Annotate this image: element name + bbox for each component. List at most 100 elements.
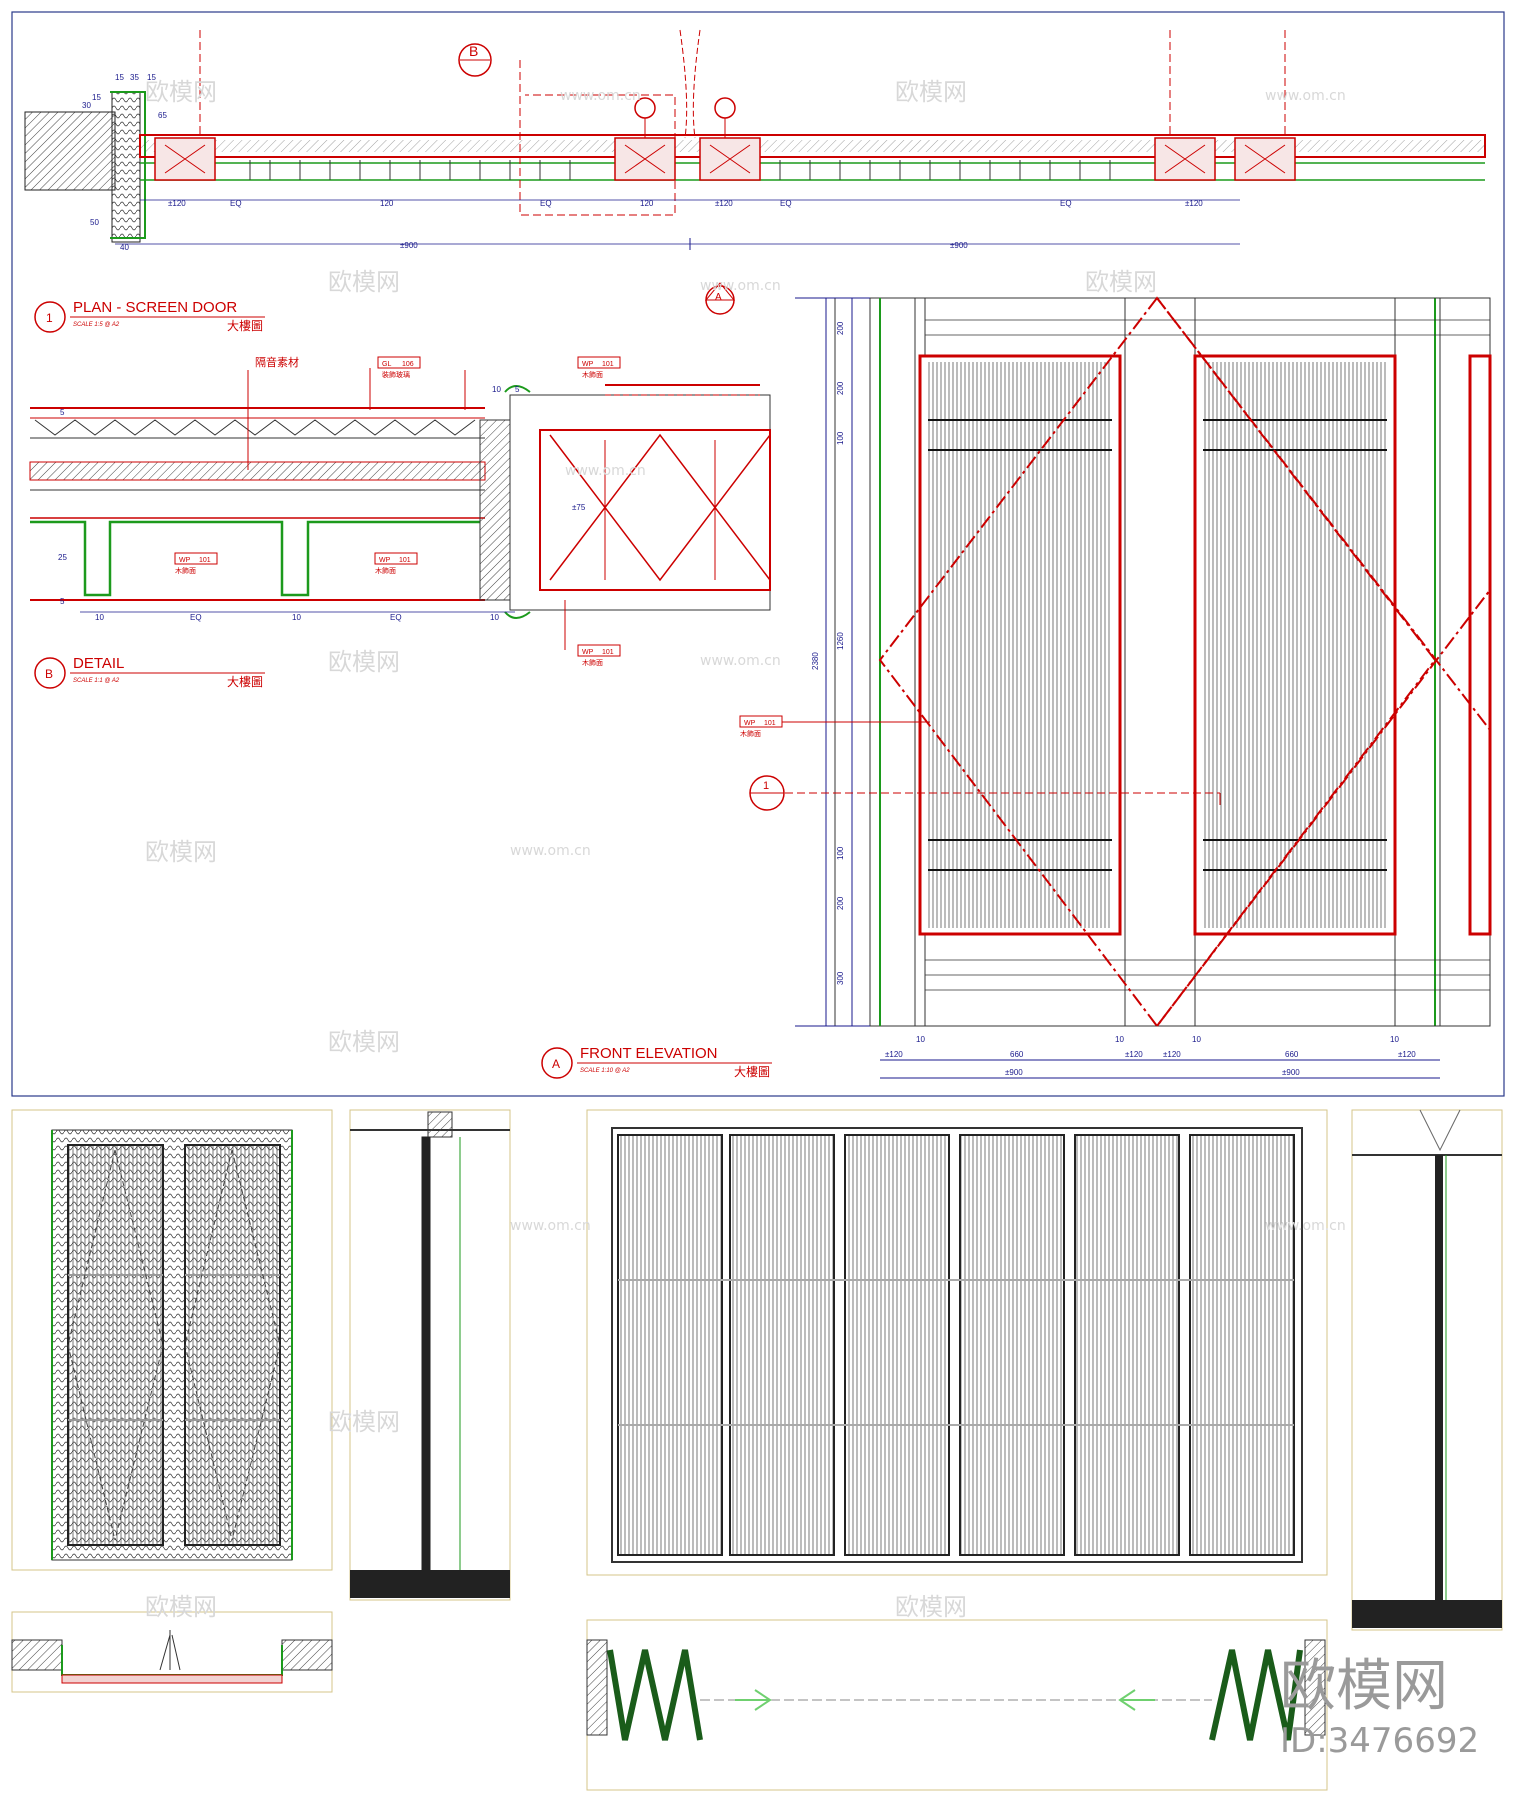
sheet-border — [11, 11, 1505, 1097]
elev-dim-b1: ±120 — [885, 1050, 903, 1059]
watermark-brand-8: 欧模网 — [328, 1408, 400, 1436]
elev-dim-b4: 10 — [1115, 1035, 1124, 1044]
elevation-scale: SCALE 1:10 @ A2 — [580, 1068, 630, 1074]
elevation-title-block: A FRONT ELEVATION SCALE 1:10 @ A2 大樓圖 — [541, 1045, 772, 1079]
plan-dim-top-2: 35 — [130, 73, 139, 82]
watermark-site-3: www.om.cn — [700, 278, 781, 294]
detail-dim-bottom-2: EQ — [190, 613, 202, 622]
elevation-sheet: 大樓圖 — [734, 1064, 770, 1079]
detail-wp-desc-right: 木飾面 — [375, 566, 396, 575]
plan-scale: SCALE 1:5 @ A2 — [73, 322, 120, 328]
detail-dim-top-1: 10 — [492, 385, 501, 394]
watermark-site-8: www.om.cn — [1265, 1218, 1346, 1234]
elev-wp-num: 101 — [764, 720, 776, 727]
watermark-brand-7: 欧模网 — [328, 1028, 400, 1056]
plan-title: PLAN - SCREEN DOOR — [73, 299, 237, 316]
detail-dim-left-1: 5 — [60, 408, 65, 417]
detail-number: B — [45, 667, 53, 681]
detail-wp-code-bottom: WP — [582, 649, 594, 656]
section-a-label: A — [715, 292, 722, 303]
watermark-brand-1: 欧模网 — [145, 78, 217, 106]
elev-dim-100b: 100 — [836, 846, 845, 860]
plan-dim-run-9: ±120 — [1185, 199, 1203, 208]
front-elevation-drawing — [785, 296, 1492, 1079]
detail-wp-code-top: WP — [582, 361, 594, 368]
detail-title-block: B DETAIL SCALE 1:1 @ A2 大樓圖 — [34, 655, 265, 689]
plan-dim-left-4: 50 — [90, 218, 99, 227]
elev-dim-200a: 200 — [836, 321, 845, 335]
detail-wp-code-right: WP — [379, 557, 391, 564]
watermark-brand-2: 欧模网 — [895, 78, 967, 106]
detail-wp-num-bottom: 101 — [602, 649, 614, 656]
detail-dim-top-2: 5 — [515, 385, 520, 394]
plan-number: 1 — [46, 311, 53, 325]
elev-dim-b6: ±120 — [1163, 1050, 1181, 1059]
watermarks: 欧模网 欧模网 欧模网 欧模网 欧模网 欧模网 欧模网 欧模网 欧模网 欧模网 … — [145, 78, 1346, 1621]
detail-wp-desc-bottom: 木飾面 — [582, 658, 603, 667]
elev-dim-total-right: ±900 — [1282, 1068, 1300, 1077]
watermark-brand-9: 欧模网 — [145, 1593, 217, 1621]
elev-dim-200b: 200 — [836, 381, 845, 395]
watermark-site-6: www.om.cn — [510, 843, 591, 859]
detail-b-drawing — [29, 384, 771, 619]
elev-dim-b7: 10 — [1192, 1035, 1201, 1044]
plan-dim-total-left: ±900 — [400, 241, 418, 250]
plan-dim-run-3: 120 — [380, 199, 394, 208]
detail-gl-desc: 裝飾玻璃 — [382, 370, 410, 379]
detail-dim-bottom-5: 10 — [490, 613, 499, 622]
brand-stamp: 欧模网 ID:3476692 — [1280, 1654, 1479, 1761]
plan-dimensions: 15 35 15 30 15 65 50 40 ±120 EQ 120 EQ 1… — [82, 73, 1203, 252]
plan-dim-top-1: 15 — [115, 73, 124, 82]
detail-dim-height: ±75 — [572, 503, 586, 512]
watermark-site-7: www.om.cn — [510, 1218, 591, 1234]
plan-dim-run-8: EQ — [1060, 199, 1072, 208]
plan-title-block: 1 PLAN - SCREEN DOOR SCALE 1:5 @ A2 大樓圖 — [34, 299, 265, 333]
watermark-brand-4: 欧模网 — [1085, 268, 1157, 296]
plan-dim-run-7: ±120 — [715, 199, 733, 208]
detail-wp-num-right: 101 — [399, 557, 411, 564]
section-b-marker: B — [458, 43, 492, 77]
elev-dim-300: 300 — [836, 971, 845, 985]
double-door-section — [349, 1109, 511, 1601]
plan-dim-left-2: 15 — [92, 93, 101, 102]
detail-gl-code: GL — [382, 361, 391, 368]
double-door-elevation — [11, 1109, 333, 1571]
watermark-brand-10: 欧模网 — [895, 1593, 967, 1621]
section-b-label: B — [469, 43, 478, 59]
detail-title: DETAIL — [73, 655, 124, 672]
detail-gl-num: 106 — [402, 361, 414, 368]
elev-dim-1260: 1260 — [836, 632, 845, 650]
detail-scale: SCALE 1:1 @ A2 — [73, 678, 120, 684]
elev-dim-total-left: ±900 — [1005, 1068, 1023, 1077]
watermark-site-2: www.om.cn — [1265, 88, 1346, 104]
elevation-dimensions: 200 200 100 1260 100 200 300 2380 ±120 1… — [811, 321, 1416, 1077]
elev-dim-200c: 200 — [836, 896, 845, 910]
plan-sheet: 大樓圖 — [227, 318, 263, 333]
detail-callouts: 隔音素材 GL 106 裝飾玻璃 WP 101 木飾面 WP 101 木飾面 W… — [58, 355, 621, 667]
plan-dim-run-6: EQ — [780, 199, 792, 208]
watermark-site-4: www.om.cn — [565, 463, 646, 479]
detail-wp-desc-top: 木飾面 — [582, 370, 603, 379]
plan-dim-left-1: 30 — [82, 101, 91, 110]
elev-dim-total: 2380 — [811, 652, 820, 670]
detail-acoustic-note: 隔音素材 — [255, 355, 299, 369]
detail-wp-num-top: 101 — [602, 361, 614, 368]
detail-dim-left-3: 5 — [60, 597, 65, 606]
stamp-id: ID:3476692 — [1280, 1721, 1479, 1761]
elev-dim-b5: ±120 — [1125, 1050, 1143, 1059]
elevation-callouts: A 1 WP 101 木飾面 — [704, 282, 930, 811]
elev-dim-b10: ±120 — [1398, 1050, 1416, 1059]
elev-wp-desc: 木飾面 — [740, 729, 761, 738]
folding-door-section — [1351, 1109, 1503, 1631]
section-1-label: 1 — [763, 780, 769, 792]
plan-dim-left-3: 65 — [158, 111, 167, 120]
plan-dim-run-2: EQ — [230, 199, 242, 208]
elev-dim-b9: 10 — [1390, 1035, 1399, 1044]
plan-dim-top-3: 15 — [147, 73, 156, 82]
elev-dim-b3: 660 — [1010, 1050, 1024, 1059]
elev-dim-100a: 100 — [836, 431, 845, 445]
watermark-brand-5: 欧模网 — [328, 648, 400, 676]
folding-door-elevation — [586, 1109, 1328, 1576]
detail-dim-bottom-3: 10 — [292, 613, 301, 622]
